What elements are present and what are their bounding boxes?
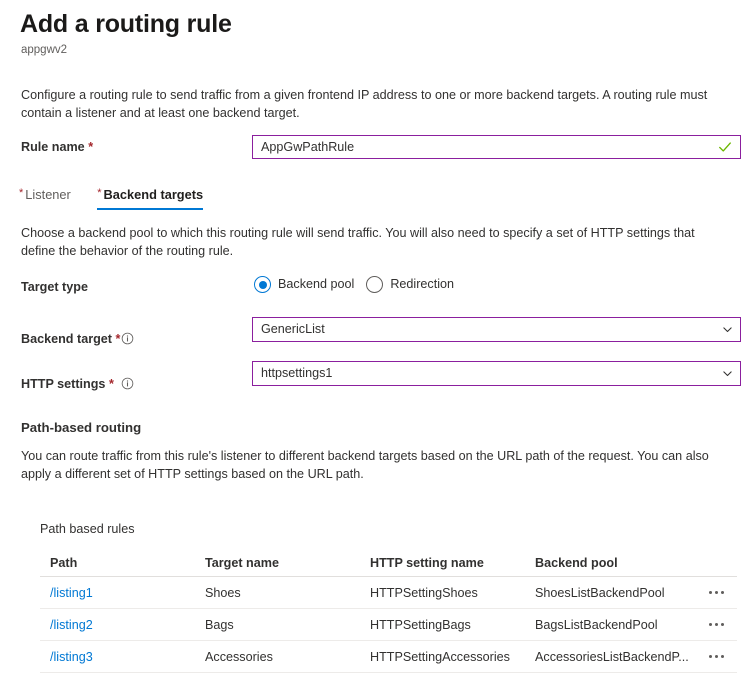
chevron-down-icon — [721, 323, 734, 336]
radio-redirection[interactable]: Redirection — [366, 276, 454, 293]
more-options-icon[interactable] — [707, 619, 726, 630]
radio-backend-pool-label: Backend pool — [278, 277, 355, 291]
tab-listener-asterisk: * — [19, 187, 24, 199]
info-circle-icon[interactable] — [121, 377, 134, 390]
column-header-path: Path — [50, 555, 78, 570]
radio-backend-pool-dot — [254, 276, 271, 293]
backend-target-dropdown[interactable]: GenericList — [252, 317, 741, 342]
http-settings-value: httpsettings1 — [261, 366, 333, 380]
tab-listener[interactable]: * Listener — [19, 187, 71, 210]
cell-http-setting-name: HTTPSettingBags — [370, 617, 471, 632]
cell-backend-pool: ShoesListBackendPool — [535, 585, 665, 600]
table-header-row: Path Target name HTTP setting name Backe… — [40, 549, 737, 577]
cell-target-name: Bags — [205, 617, 234, 632]
green-check-icon — [718, 140, 732, 154]
target-type-radio-group: Backend pool Redirection — [254, 276, 454, 293]
page-title: Add a routing rule — [20, 10, 232, 38]
required-asterisk: * — [88, 140, 94, 154]
cell-backend-pool: BagsListBackendPool — [535, 617, 658, 632]
tab-listener-label: Listener — [25, 187, 71, 202]
radio-backend-pool[interactable]: Backend pool — [254, 276, 354, 293]
path-link[interactable]: /listing3 — [50, 649, 93, 664]
required-asterisk: * — [108, 377, 114, 391]
path-based-routing-heading: Path-based routing — [21, 420, 142, 435]
chevron-down-icon — [721, 367, 734, 380]
http-settings-label: HTTP settings * — [21, 376, 114, 393]
column-header-target-name: Target name — [205, 555, 279, 570]
intro-description: Configure a routing rule to send traffic… — [21, 88, 708, 120]
backend-target-label-text: Backend target — [21, 332, 112, 346]
rule-name-label: Rule name * — [21, 139, 93, 156]
cell-target-name: Accessories — [205, 649, 273, 664]
rule-name-value: AppGwPathRule — [261, 140, 355, 154]
path-link[interactable]: /listing2 — [50, 617, 93, 632]
more-options-icon[interactable] — [707, 587, 726, 598]
column-header-http-setting-name: HTTP setting name — [370, 555, 484, 570]
path-based-routing-description: You can route traffic from this rule's l… — [21, 449, 709, 481]
column-header-backend-pool: Backend pool — [535, 555, 618, 570]
rule-name-label-text: Rule name — [21, 140, 85, 154]
radio-redirection-label: Redirection — [390, 277, 455, 291]
cell-http-setting-name: HTTPSettingShoes — [370, 585, 478, 600]
http-settings-dropdown[interactable]: httpsettings1 — [252, 361, 741, 386]
info-circle-icon[interactable] — [121, 332, 134, 345]
required-asterisk: * — [115, 332, 121, 346]
rule-tabs: * Listener * Backend targets — [19, 183, 225, 211]
http-settings-label-text: HTTP settings — [21, 377, 106, 391]
table-row[interactable]: /listing1 Shoes HTTPSettingShoes ShoesLi… — [40, 577, 737, 609]
more-options-icon[interactable] — [707, 651, 726, 662]
rule-name-input[interactable]: AppGwPathRule — [252, 135, 741, 159]
target-type-label: Target type — [21, 280, 88, 294]
tab-backend-targets-label: Backend targets — [103, 187, 204, 202]
cell-backend-pool: AccessoriesListBackendP... — [535, 649, 689, 664]
path-based-rules-caption: Path based rules — [40, 522, 135, 536]
backend-target-label: Backend target * — [21, 331, 120, 348]
table-row[interactable]: /listing3 Accessories HTTPSettingAccesso… — [40, 641, 737, 673]
page-subtitle: appgwv2 — [21, 44, 68, 56]
cell-http-setting-name: HTTPSettingAccessories — [370, 649, 510, 664]
backend-targets-description: Choose a backend pool to which this rout… — [21, 226, 695, 258]
backend-target-value: GenericList — [261, 322, 325, 336]
path-link[interactable]: /listing1 — [50, 585, 93, 600]
tab-backend-targets[interactable]: * Backend targets — [97, 187, 203, 210]
radio-redirection-dot — [366, 276, 384, 293]
cell-target-name: Shoes — [205, 585, 241, 600]
tab-backend-targets-asterisk: * — [97, 187, 102, 199]
table-row[interactable]: /listing2 Bags HTTPSettingBags BagsListB… — [40, 609, 737, 641]
path-based-rules-table: Path Target name HTTP setting name Backe… — [40, 549, 737, 673]
